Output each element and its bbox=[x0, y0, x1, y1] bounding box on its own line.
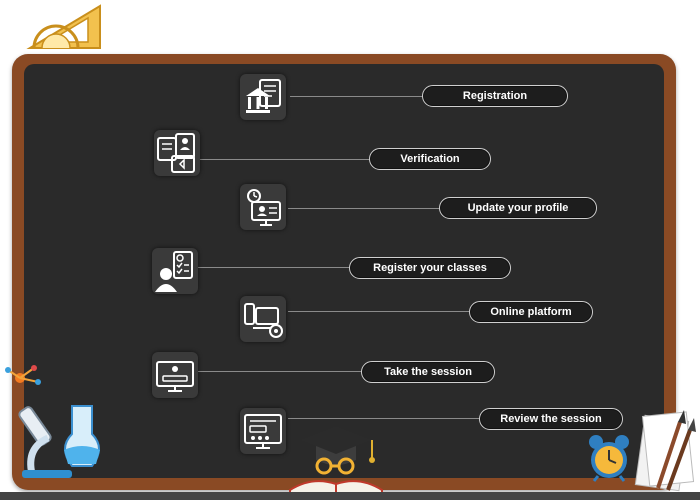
graduation-cap-book-icon bbox=[289, 426, 383, 495]
protractor-ruler-icon bbox=[26, 4, 101, 49]
step-label: Verification bbox=[400, 153, 460, 165]
devices-platform-icon bbox=[240, 296, 286, 342]
step-pill: Online platform bbox=[469, 301, 593, 323]
step-label: Review the session bbox=[500, 413, 602, 425]
step-label: Update your profile bbox=[467, 202, 569, 214]
review-monitor-icon bbox=[240, 408, 286, 454]
connector-line bbox=[288, 311, 470, 312]
connector-line bbox=[198, 159, 370, 160]
connector-line bbox=[196, 267, 350, 268]
user-rupee-checklist-icon bbox=[152, 248, 198, 294]
microscope-flask-icon bbox=[5, 365, 100, 478]
connector-line bbox=[290, 96, 424, 97]
step-pill: Take the session bbox=[361, 361, 495, 383]
step-label: Register your classes bbox=[373, 262, 487, 274]
step-pill: Registration bbox=[422, 85, 568, 107]
bank-document-icon bbox=[240, 74, 286, 120]
paint-brushes-icon bbox=[634, 410, 696, 492]
step-label: Take the session bbox=[384, 366, 472, 378]
step-pill: Review the session bbox=[479, 408, 623, 430]
bottom-strip bbox=[0, 492, 700, 500]
connector-line bbox=[196, 371, 362, 372]
connector-line bbox=[288, 208, 440, 209]
step-pill: Register your classes bbox=[349, 257, 511, 279]
verification-documents-icon bbox=[154, 130, 200, 176]
step-label: Online platform bbox=[490, 306, 572, 318]
session-monitor-icon bbox=[152, 352, 198, 398]
step-pill: Verification bbox=[369, 148, 491, 170]
step-label: Registration bbox=[462, 90, 528, 102]
alarm-clock-icon bbox=[589, 435, 629, 482]
step-pill: Update your profile bbox=[439, 197, 597, 219]
connector-line bbox=[288, 418, 480, 419]
profile-update-monitor-icon bbox=[240, 184, 286, 230]
